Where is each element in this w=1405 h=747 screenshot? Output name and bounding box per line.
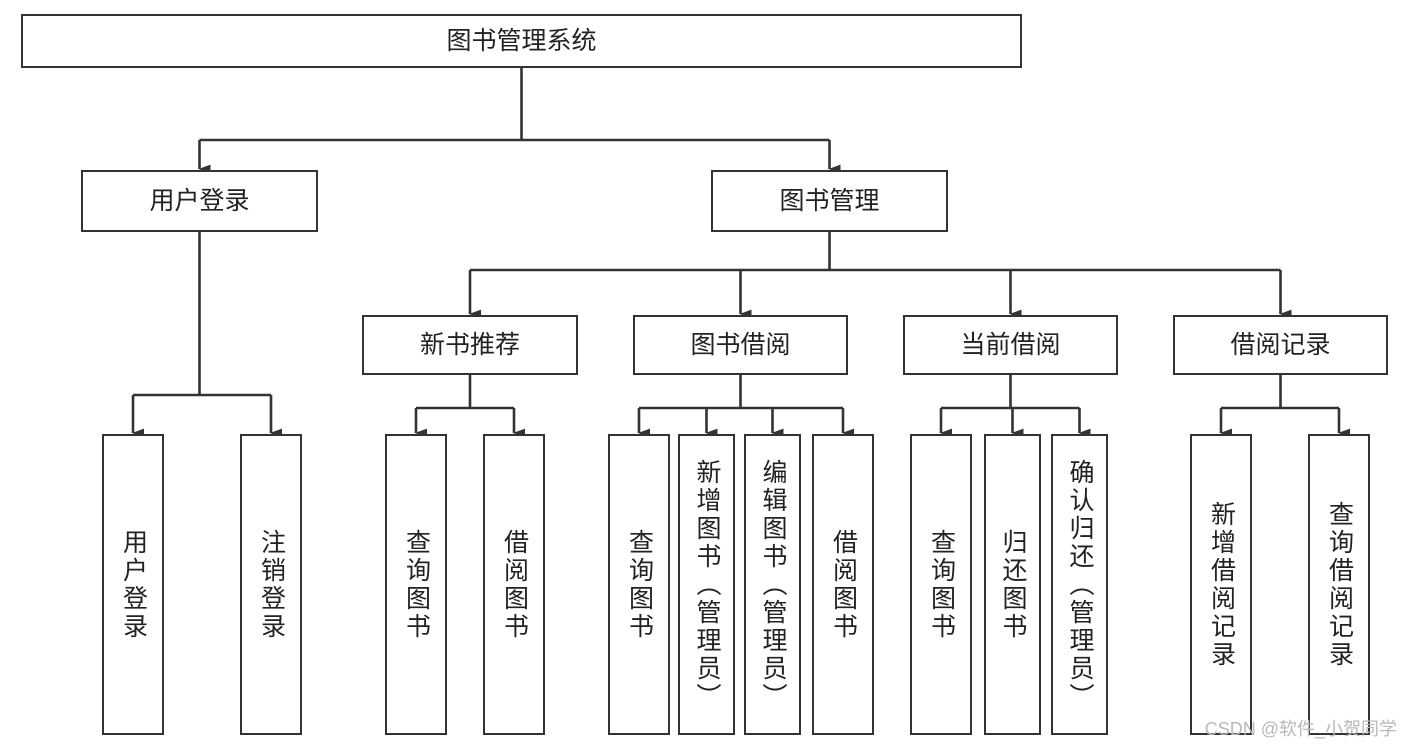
node-root-label: 图书管理系统 — [446, 27, 597, 55]
leaf-add-book[interactable]: 新增图书（管理员） — [678, 434, 735, 735]
leaf-user-login-label: 用户登录 — [119, 528, 148, 641]
leaf-edit-book[interactable]: 编辑图书（管理员） — [744, 434, 801, 735]
node-borrow-record[interactable]: 借阅记录 — [1173, 315, 1388, 375]
node-new-book-recommend-label: 新书推荐 — [419, 331, 520, 359]
leaf-query-book-3-label: 查询图书 — [927, 528, 956, 641]
csdn-watermark: CSDN @软件_小贺同学 — [1204, 719, 1397, 739]
leaf-query-book-2-label: 查询图书 — [625, 528, 654, 641]
leaf-add-borrow-record[interactable]: 新增借阅记录 — [1190, 434, 1252, 735]
leaf-borrow-book-1-label: 借阅图书 — [500, 528, 529, 641]
leaf-borrow-book-2[interactable]: 借阅图书 — [812, 434, 874, 735]
leaf-logout[interactable]: 注销登录 — [240, 434, 302, 735]
leaf-add-book-label: 新增图书（管理员） — [693, 458, 721, 711]
leaf-query-book-1[interactable]: 查询图书 — [385, 434, 447, 735]
node-user-login[interactable]: 用户登录 — [81, 170, 318, 232]
leaf-logout-label: 注销登录 — [257, 528, 286, 641]
leaf-return-book[interactable]: 归还图书 — [984, 434, 1041, 735]
leaf-edit-book-label: 编辑图书（管理员） — [759, 458, 787, 711]
leaf-confirm-return[interactable]: 确认归还（管理员） — [1051, 434, 1108, 735]
node-book-borrow[interactable]: 图书借阅 — [633, 315, 848, 375]
leaf-borrow-book-2-label: 借阅图书 — [829, 528, 858, 641]
node-current-borrow-label: 当前借阅 — [960, 331, 1061, 359]
node-borrow-record-label: 借阅记录 — [1230, 331, 1331, 359]
leaf-query-borrow-record[interactable]: 查询借阅记录 — [1308, 434, 1370, 735]
leaf-query-borrow-record-label: 查询借阅记录 — [1325, 500, 1354, 669]
leaf-user-login[interactable]: 用户登录 — [102, 434, 164, 735]
node-book-manage[interactable]: 图书管理 — [711, 170, 948, 232]
leaf-query-book-3[interactable]: 查询图书 — [910, 434, 972, 735]
leaf-return-book-label: 归还图书 — [999, 528, 1027, 641]
leaf-confirm-return-label: 确认归还（管理员） — [1066, 458, 1094, 711]
node-new-book-recommend[interactable]: 新书推荐 — [362, 315, 578, 375]
node-book-borrow-label: 图书借阅 — [690, 331, 791, 359]
leaf-query-book-2[interactable]: 查询图书 — [608, 434, 670, 735]
node-book-manage-label: 图书管理 — [779, 187, 880, 215]
leaf-add-borrow-record-label: 新增借阅记录 — [1207, 500, 1236, 669]
node-root[interactable]: 图书管理系统 — [21, 14, 1022, 68]
node-current-borrow[interactable]: 当前借阅 — [903, 315, 1118, 375]
leaf-query-book-1-label: 查询图书 — [402, 528, 431, 641]
node-user-login-label: 用户登录 — [149, 187, 250, 215]
leaf-borrow-book-1[interactable]: 借阅图书 — [483, 434, 545, 735]
